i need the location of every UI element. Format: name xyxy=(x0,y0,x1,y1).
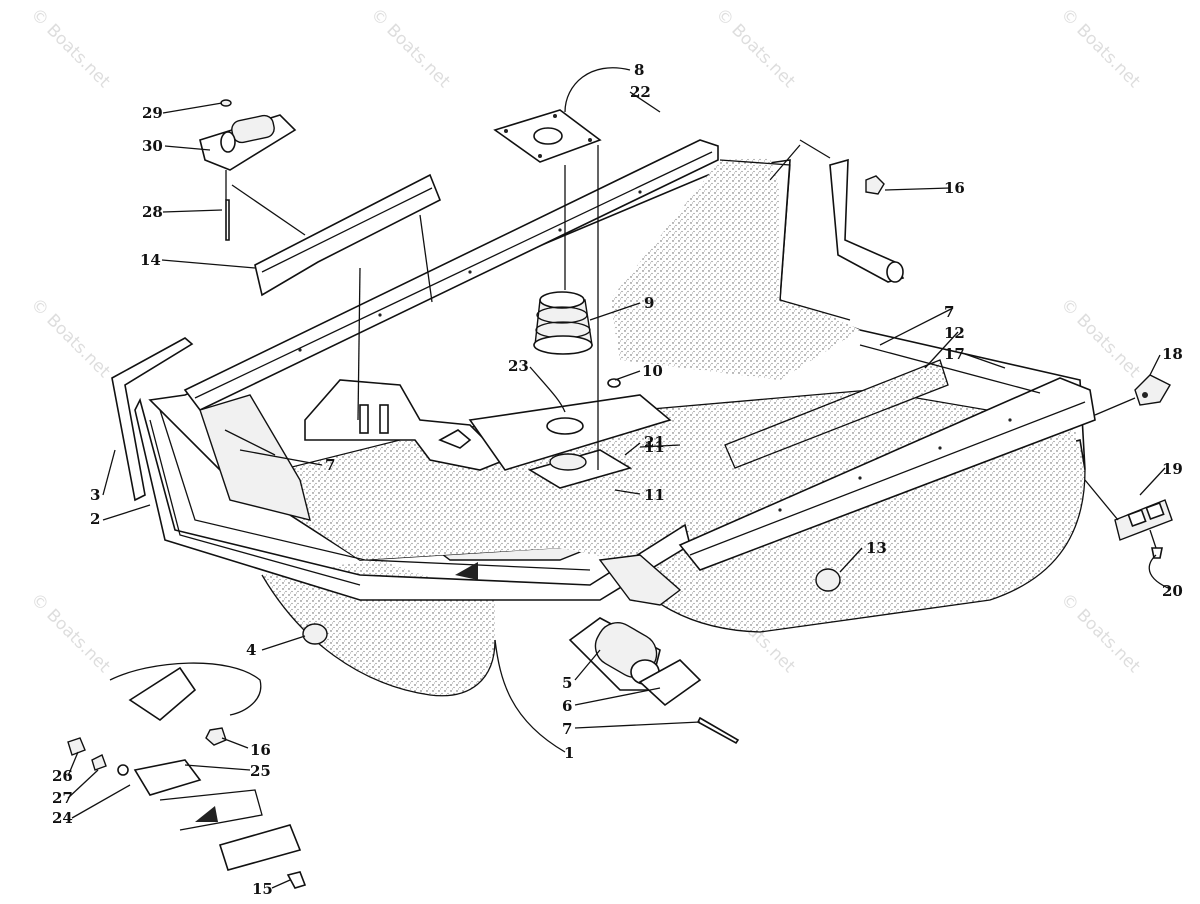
part-4-grommet xyxy=(302,623,328,645)
callout-3: 3 xyxy=(90,486,100,504)
bracket-slot xyxy=(359,404,369,434)
callout-2: 2 xyxy=(90,510,100,528)
callout-24: 24 xyxy=(52,809,73,827)
plate-hole xyxy=(546,417,584,435)
part-14-trim-panel xyxy=(254,173,442,297)
leader-lines xyxy=(67,67,1169,889)
part-7-pin-bottom xyxy=(696,716,740,745)
watermark: © Boats.net xyxy=(1056,4,1144,92)
watermark: © Boats.net xyxy=(26,294,114,382)
callout-27: 27 xyxy=(52,789,73,807)
callout-15: 15 xyxy=(252,880,273,898)
callout-17: 17 xyxy=(944,345,965,363)
callout-11: 11 xyxy=(644,486,665,504)
bracket-slot xyxy=(379,404,389,434)
part-16-nut-top xyxy=(865,175,885,195)
part-12-trim-strip xyxy=(725,360,948,468)
watermark: © Boats.net xyxy=(1056,294,1144,382)
flange-ring xyxy=(549,453,587,471)
callout-13: 13 xyxy=(866,539,887,557)
callout-23: 23 xyxy=(508,357,529,375)
warning-triangle-decal xyxy=(455,562,478,580)
callout-4: 4 xyxy=(246,641,256,659)
rail-holes xyxy=(298,190,1012,512)
part-6-gasket xyxy=(638,659,702,707)
callout-20: 20 xyxy=(1162,582,1183,600)
callout-6: 6 xyxy=(562,697,572,715)
callout-25: 25 xyxy=(250,762,271,780)
part-29-nut xyxy=(220,99,232,107)
part-19-tail-light xyxy=(1114,499,1173,541)
watermark: © Boats.net xyxy=(26,4,114,92)
callout-7: 7 xyxy=(562,720,572,738)
callout-5: 5 xyxy=(562,674,572,692)
callout-12: 12 xyxy=(944,324,965,342)
part-16-hood-bracket xyxy=(829,158,905,283)
callout-19: 19 xyxy=(1162,460,1183,478)
callout-11: 11 xyxy=(644,438,665,456)
callout-21: 21 xyxy=(644,433,665,451)
callout-9: 9 xyxy=(644,294,654,312)
watermark: © Boats.net xyxy=(366,4,454,92)
part-9-rubber-boot xyxy=(533,291,593,355)
callout-7: 7 xyxy=(944,303,954,321)
part-10-grommet xyxy=(607,378,621,388)
callout-30: 30 xyxy=(142,137,163,155)
callout-8: 8 xyxy=(634,61,644,79)
callout-10: 10 xyxy=(642,362,663,380)
rail-bracket xyxy=(598,554,682,606)
callout-16: 16 xyxy=(944,179,965,197)
part-5-intake xyxy=(568,617,661,691)
part-3-handle xyxy=(111,337,194,502)
callout-29: 29 xyxy=(142,104,163,122)
callout-22: 22 xyxy=(630,83,651,101)
bracket-window xyxy=(438,429,472,449)
part-13-plug xyxy=(815,568,841,592)
callout-18: 18 xyxy=(1162,345,1183,363)
part-28-rivet xyxy=(225,199,230,241)
callout-labels: 1 2 3 4 5 6 7 7 7 8 9 10 11 11 12 13 14 … xyxy=(52,61,1183,898)
hinge-detail xyxy=(67,662,307,889)
side-rail-right xyxy=(678,377,1096,571)
top-rail xyxy=(183,139,719,412)
part-8-flange-plate xyxy=(493,109,602,163)
watermark: © Boats.net xyxy=(26,589,114,677)
callout-1: 1 xyxy=(564,744,574,762)
callout-14: 14 xyxy=(140,251,161,269)
rear-bulkhead xyxy=(610,158,860,380)
watermark: © Boats.net xyxy=(711,4,799,92)
part-30-latch xyxy=(199,114,297,171)
part-18-reflector xyxy=(1134,374,1171,406)
callout-26: 26 xyxy=(52,767,73,785)
callout-28: 28 xyxy=(142,203,163,221)
inner-left-wall xyxy=(199,394,311,521)
callout-16: 16 xyxy=(250,741,271,759)
watermark: © Boats.net xyxy=(1056,589,1144,677)
callout-7: 7 xyxy=(325,456,335,474)
